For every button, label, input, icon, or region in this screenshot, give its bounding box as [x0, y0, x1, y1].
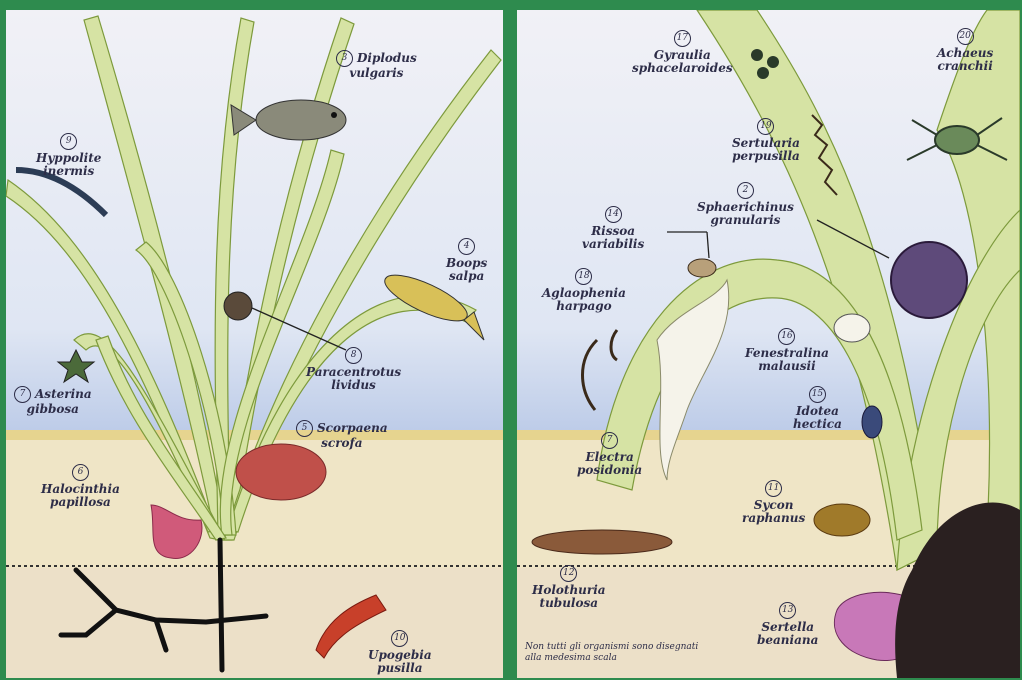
sycon-drawing [814, 504, 870, 536]
label-idotea: 15Idoteahectica [793, 386, 842, 431]
label-sphaerichinus: 2Sphaerichinusgranularis [697, 182, 794, 227]
label-hyppolite: 9Hyppoliteinermis [36, 133, 101, 178]
holothuria-drawing [532, 530, 672, 554]
rissoa-shell-drawing [688, 259, 716, 277]
label-holothuria: 12Holothuriatubulosa [532, 565, 606, 610]
left-page: 9Hyppoliteinermis 3Diplodusvulgaris 4Boo… [6, 10, 503, 678]
label-paracentrotus: 8Paracentrotuslividus [306, 347, 401, 392]
label-sertella: 13Sertellabeaniana [757, 602, 818, 647]
left-page-drawing [6, 10, 503, 678]
label-asterina: 7Asterinagibbosa [14, 386, 92, 416]
label-rissoa: 14Rissoavariabilis [582, 206, 644, 251]
label-sycon: 11Syconraphanus [742, 480, 805, 525]
label-gyraulia: 17Gyrauliasphacelaroides [632, 30, 733, 75]
label-boops: 4Boopssalpa [446, 238, 487, 283]
label-sertularia: 19Sertulariaperpusilla [732, 118, 800, 163]
label-upogebia: 10Upogebiapusilla [368, 630, 432, 675]
sphaerichinus-urchin-drawing [891, 242, 967, 318]
label-aglaophenia: 18Aglaopheniaharpago [542, 268, 626, 313]
fenestralina-drawing [834, 314, 870, 342]
label-diplodus: 3Diplodusvulgaris [336, 50, 417, 80]
scale-note: Non tutti gli organismi sono disegnatial… [525, 642, 698, 664]
scorpaena-drawing [236, 444, 326, 500]
paracentrotus-urchin-drawing [224, 292, 252, 320]
label-fenestralina: 16Fenestralinamalausii [745, 328, 829, 373]
label-electra: 7Electraposidonia [577, 432, 642, 477]
label-halocinthia: 6Halocinthiapapillosa [41, 464, 120, 509]
right-page: 17Gyrauliasphacelaroides 20Achaeuscranch… [517, 10, 1020, 678]
label-achaeus: 20Achaeuscranchii [937, 28, 993, 73]
idotea-drawing [862, 406, 882, 438]
label-scorpaena: 5Scorpaenascrofa [296, 420, 388, 450]
